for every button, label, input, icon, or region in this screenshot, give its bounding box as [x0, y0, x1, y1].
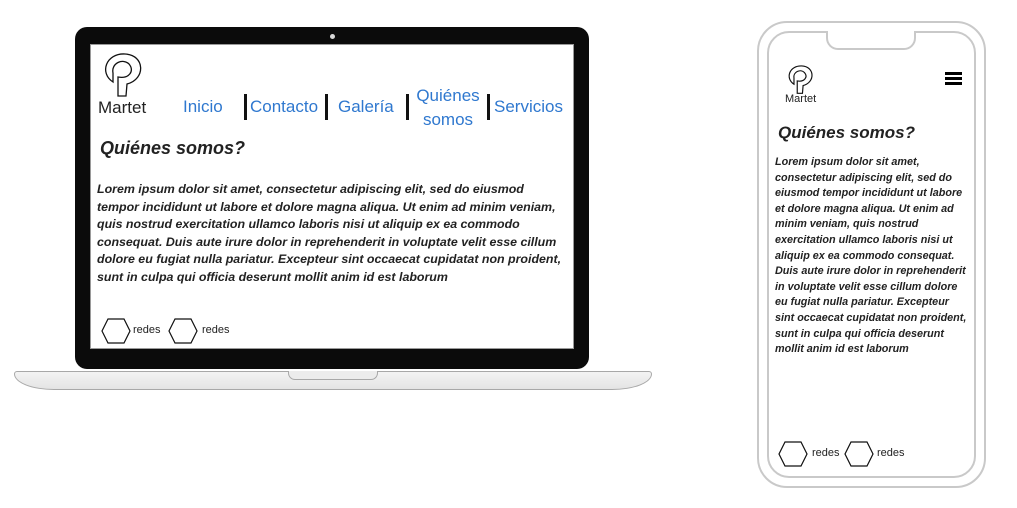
brand-name: Martet — [785, 93, 817, 105]
social-link-label[interactable]: redes — [133, 324, 161, 336]
social-hexagon-icon[interactable] — [844, 441, 874, 467]
phone-notch — [826, 31, 916, 50]
brand-name: Martet — [98, 98, 147, 117]
social-link-label[interactable]: redes — [812, 447, 840, 459]
nav-separator — [487, 94, 490, 120]
laptop-screen: Martet Inicio Contacto Galería Quiénes s… — [90, 44, 574, 349]
social-hexagon-icon[interactable] — [778, 441, 808, 467]
body-text: Lorem ipsum dolor sit amet, consectetur … — [775, 156, 967, 356]
brand-logo-icon — [104, 53, 142, 97]
social-hexagon-icon[interactable] — [168, 318, 198, 344]
nav-link-galeria[interactable]: Galería — [338, 97, 394, 116]
social-link-label[interactable]: redes — [202, 324, 230, 336]
body-text: Lorem ipsum dolor sit amet, consectetur … — [97, 182, 562, 284]
page-heading: Quiénes somos? — [100, 138, 246, 158]
hamburger-menu-icon[interactable] — [945, 72, 962, 87]
nav-separator — [325, 94, 328, 120]
nav-link-inicio[interactable]: Inicio — [183, 97, 223, 116]
phone-screen: Martet Quiénes somos? Lorem ipsum dolor … — [767, 31, 976, 478]
laptop-camera — [330, 34, 335, 39]
nav-separator — [244, 94, 247, 120]
social-hexagon-icon[interactable] — [101, 318, 131, 344]
nav-link-contacto[interactable]: Contacto — [250, 97, 319, 116]
page-heading: Quiénes somos? — [778, 123, 915, 142]
nav-link-servicios[interactable]: Servicios — [494, 97, 563, 116]
laptop-trackpad-notch — [288, 371, 378, 380]
brand-logo-icon — [788, 65, 813, 94]
nav-link-quienes-somos[interactable]: Quiénes somos — [416, 86, 480, 129]
social-link-label[interactable]: redes — [877, 447, 905, 459]
nav-separator — [406, 94, 409, 120]
